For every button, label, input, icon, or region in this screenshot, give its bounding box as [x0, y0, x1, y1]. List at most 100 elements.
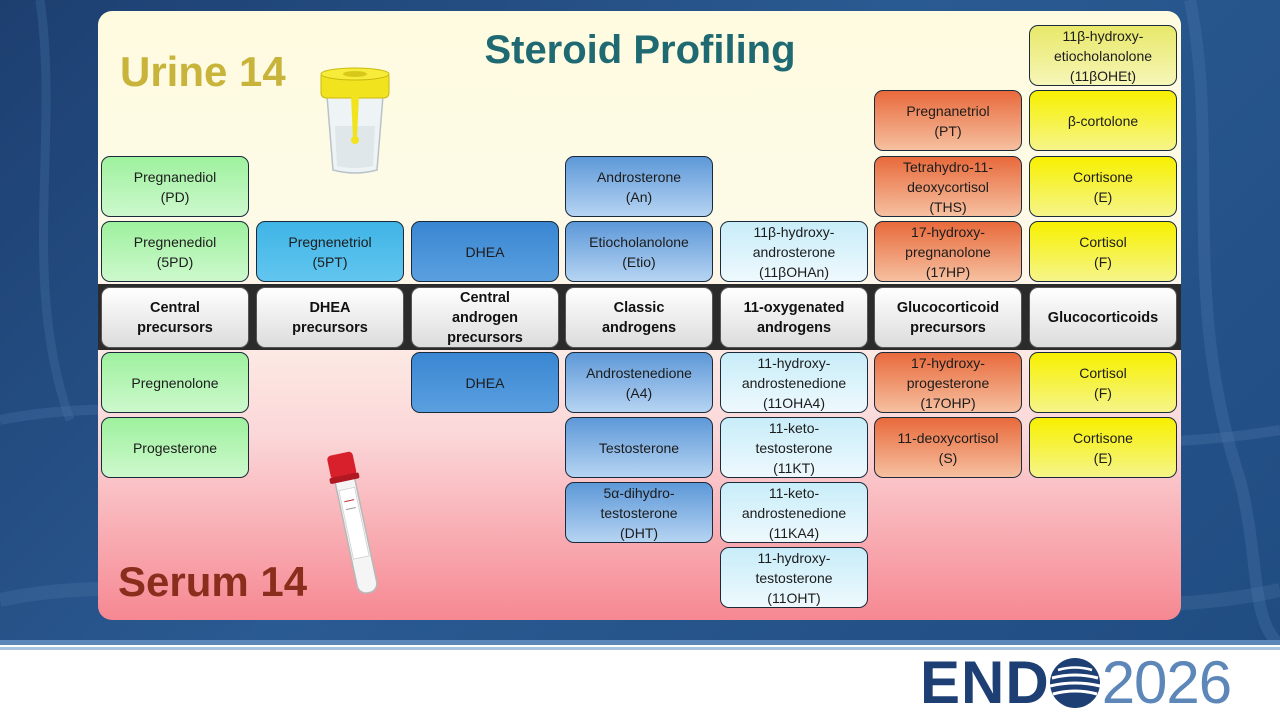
- logo-year-text: 2026: [1101, 649, 1232, 716]
- box-label-line: testosterone: [755, 569, 833, 586]
- box-label: Progesterone: [133, 438, 217, 458]
- box-label-line: (11βOHAn): [758, 263, 830, 280]
- serum-box-cortisone: Cortisone(E): [1029, 417, 1177, 478]
- box-label-line: (11βOHEt): [1069, 67, 1137, 84]
- urine-box-pregnanediol: Pregnanediol(PD): [101, 156, 249, 217]
- box-label-line: Cortisone: [1073, 168, 1133, 185]
- box-label: 11-hydroxy-testosterone(11OHT): [755, 548, 832, 608]
- box-label: 17-hydroxy-progesterone(17OHP): [907, 353, 990, 413]
- urine-box-etiocholanolone: Etiocholanolone(Etio): [565, 221, 713, 282]
- box-label-line: 17-hydroxy-: [911, 223, 985, 240]
- box-label-line: (5PD): [156, 253, 194, 270]
- box-label: Androstenedione(A4): [586, 363, 692, 403]
- box-label-line: Pregnanediol: [133, 168, 217, 185]
- box-label-line: (F): [1094, 384, 1112, 401]
- box-label: 17-hydroxy-pregnanolone(17HP): [905, 222, 991, 282]
- urine-box-androsterone: Androsterone(An): [565, 156, 713, 217]
- box-label-line: (Etio): [622, 253, 656, 270]
- urine-box-dhea: DHEA: [411, 221, 559, 282]
- box-label-line: Classic: [613, 299, 665, 316]
- box-label: Tetrahydro-11-deoxycortisol(THS): [903, 157, 993, 217]
- box-label-line: (11KA4): [768, 524, 820, 541]
- box-label-line: precursors: [910, 319, 986, 336]
- serum-box-17ohp: 17-hydroxy-progesterone(17OHP): [874, 352, 1022, 413]
- box-label-line: (An): [625, 188, 653, 205]
- box-label-line: androgen: [451, 309, 519, 326]
- box-label-line: androstenedione: [741, 504, 847, 521]
- serum-box-cortisol: Cortisol (F): [1029, 352, 1177, 413]
- box-label-line: (11KT): [773, 459, 815, 476]
- box-label: 11-deoxycortisol (S): [898, 428, 999, 468]
- box-label-line: Androstenedione: [586, 364, 692, 381]
- box-label: Testosterone: [599, 438, 679, 458]
- box-label: β-cortolone: [1068, 111, 1138, 131]
- box-label-line: (5PT): [312, 253, 348, 270]
- box-label-line: (THS): [929, 198, 967, 215]
- box-label-line: 11-keto-: [768, 484, 820, 501]
- urine-label: Urine 14: [120, 48, 286, 95]
- box-label-line: 11β-hydroxy-: [753, 223, 835, 240]
- box-label: Glucocorticoid precursors: [897, 298, 999, 338]
- box-label: Etiocholanolone(Etio): [589, 232, 689, 272]
- box-label-line: Testosterone: [598, 439, 680, 456]
- box-label-line: 11-hydroxy-: [757, 549, 831, 566]
- box-label: Cortisone(E): [1073, 167, 1133, 207]
- box-label: Pregnanetriol(PT): [906, 101, 989, 141]
- page-title: Steroid Profiling: [484, 28, 796, 72]
- box-label-line: (DHT): [619, 524, 659, 541]
- box-label-line: Pregnenolone: [131, 374, 219, 391]
- box-label-line: etiocholanolone: [1053, 47, 1153, 64]
- urine-box-cortisol: Cortisol(F): [1029, 221, 1177, 282]
- blood-tube-icon: [327, 451, 378, 594]
- box-label-line: Central: [460, 289, 510, 306]
- serum-box-androstenedione: Androstenedione(A4): [565, 352, 713, 413]
- box-label-line: DHEA: [465, 374, 505, 391]
- box-label-line: 17-hydroxy-: [911, 354, 985, 371]
- box-label: 5α-dihydro-testosterone(DHT): [600, 483, 677, 543]
- urine-box-pregnanetriol: Pregnanetriol(PT): [874, 90, 1022, 151]
- box-label: Glucocorticoids: [1048, 308, 1158, 328]
- box-label-line: Glucocorticoid: [896, 299, 1000, 316]
- box-label-line: Cortisol: [1079, 364, 1127, 381]
- box-label-line: Cortisone: [1073, 429, 1133, 446]
- serum-box-11oht: 11-hydroxy-testosterone(11OHT): [720, 547, 868, 608]
- footer-rule: [0, 640, 1280, 645]
- endo-2026-logo: END 2026: [920, 652, 1270, 714]
- serum-box-testosterone: Testosterone: [565, 417, 713, 478]
- header-glucocorticoid-precursors: Glucocorticoid precursors: [874, 287, 1022, 348]
- globe-icon: [1049, 658, 1101, 708]
- box-label-line: 11-hydroxy-: [757, 354, 831, 371]
- box-label-line: DHEA: [465, 243, 505, 260]
- box-label-line: precursors: [447, 329, 523, 346]
- box-label: Pregnanediol(PD): [134, 167, 217, 207]
- urine-box-ths: Tetrahydro-11-deoxycortisol(THS): [874, 156, 1022, 217]
- box-label: Cortisol(F): [1079, 232, 1126, 272]
- box-label: 11β-hydroxy-androsterone(11βOHAn): [753, 222, 836, 282]
- box-label: 11-keto-androstenedione (11KA4): [742, 483, 846, 543]
- box-label-line: (17OHP): [920, 394, 976, 411]
- box-label: Cortisone(E): [1073, 428, 1133, 468]
- box-label-line: testosterone: [600, 504, 678, 521]
- box-label-line: (S): [938, 449, 958, 466]
- box-label-line: Pregnanetriol: [906, 102, 990, 119]
- box-label-line: 11-deoxycortisol: [897, 429, 999, 446]
- box-label-line: androgens: [601, 319, 677, 336]
- box-label: 11β-hydroxy-etiocholanolone(11βOHEt): [1054, 26, 1152, 86]
- urine-box-11bohan: 11β-hydroxy-androsterone(11βOHAn): [720, 221, 868, 282]
- serum-box-progesterone: Progesterone: [101, 417, 249, 478]
- urine-box-b-cortolone: β-cortolone: [1029, 90, 1177, 151]
- header-classic-androgens: Classic androgens: [565, 287, 713, 348]
- box-label-line: (F): [1094, 253, 1112, 270]
- box-label: Cortisol (F): [1079, 363, 1126, 403]
- box-label-line: precursors: [137, 319, 213, 336]
- serum-box-11ka4: 11-keto-androstenedione (11KA4): [720, 482, 868, 543]
- footer-rule-light: [0, 647, 1280, 650]
- urine-box-pregnenetriol: Pregnenetriol(5PT): [256, 221, 404, 282]
- serum-box-11-deoxycortisol: 11-deoxycortisol (S): [874, 417, 1022, 478]
